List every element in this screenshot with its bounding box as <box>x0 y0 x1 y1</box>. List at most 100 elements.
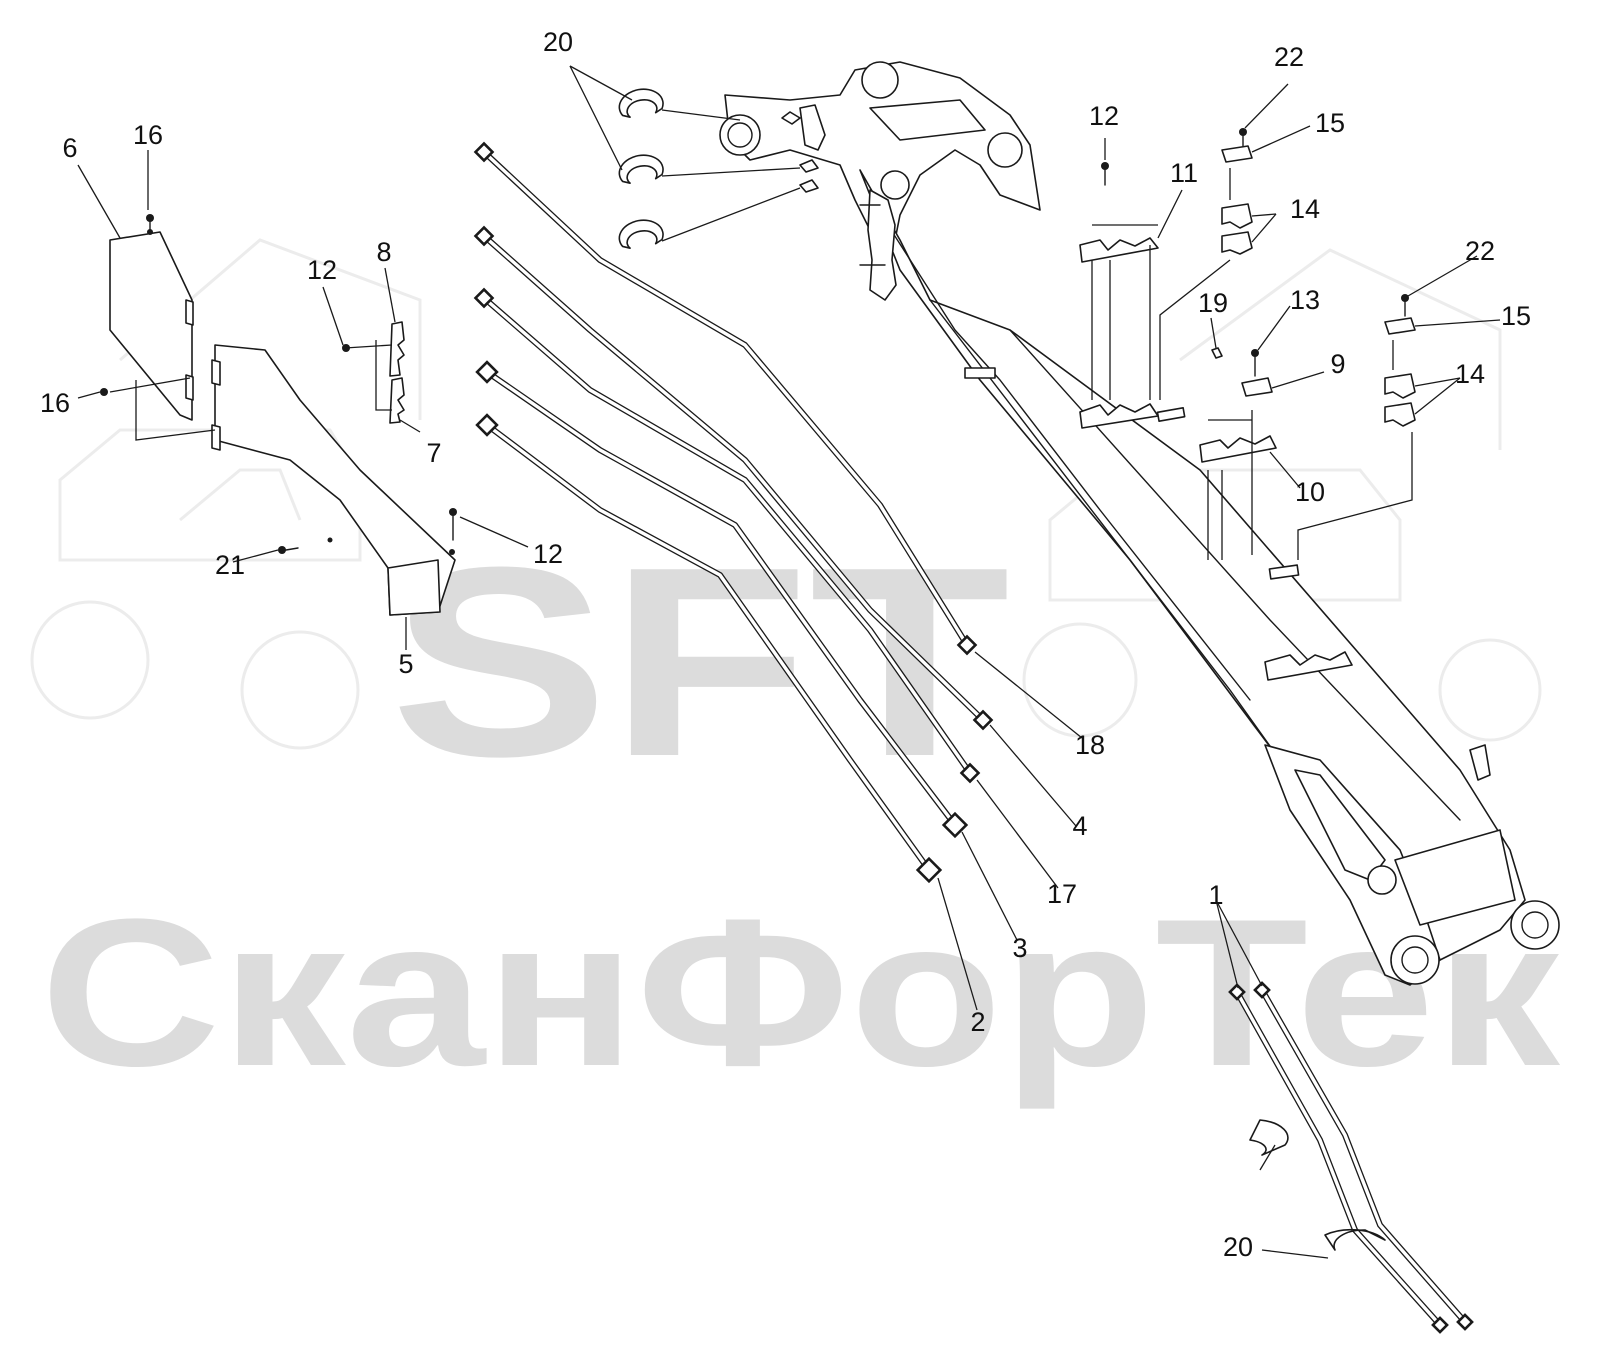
clamp-cap-15-lower <box>1384 317 1416 335</box>
callout-16-side: 16 <box>40 388 70 418</box>
bolt-12-clip <box>342 344 350 352</box>
callout-14-upper: 14 <box>1290 194 1320 224</box>
boom-clamp-saddle <box>1264 651 1353 681</box>
callout-14-lower: 14 <box>1455 359 1485 389</box>
callout-7: 7 <box>426 438 441 468</box>
callout-1: 1 <box>1208 880 1223 910</box>
toothed-guide-bar <box>867 189 897 301</box>
callouts: 20 16 6 12 8 16 7 21 12 5 12 11 22 15 14… <box>40 27 1531 1262</box>
guard-tab-4 <box>211 424 221 451</box>
clamp-stack-11 <box>1079 224 1186 429</box>
boom-edge-line-2 <box>1009 329 1461 821</box>
callout-22-upper: 22 <box>1274 42 1304 72</box>
top-pin-boss-right <box>987 132 1023 168</box>
bolt-16-top <box>146 214 154 233</box>
clamp-stack-9-10 <box>1199 347 1277 560</box>
callout-13: 13 <box>1290 285 1320 315</box>
clamp-block-11-lower <box>1079 403 1159 429</box>
guard-tab-3 <box>211 359 221 386</box>
hoses <box>473 141 1474 1334</box>
guard-tab-1 <box>185 299 194 326</box>
callout-12-clip: 12 <box>307 255 337 285</box>
hose-pair-1 <box>1228 981 1474 1334</box>
guard-end-lip <box>387 559 441 616</box>
callout-15-lower: 15 <box>1501 301 1531 331</box>
boom-tip-boss-right <box>1510 900 1560 950</box>
bolt-22-lower <box>1401 294 1409 317</box>
clamp-rings-upper <box>618 88 801 249</box>
watermark-outline-left <box>30 238 422 750</box>
callout-16-top: 16 <box>133 120 163 150</box>
clamp-half-14-upper-b <box>1221 231 1253 255</box>
clip-plate-11 <box>1156 407 1186 422</box>
clamp-stack-14-lower <box>1297 317 1416 560</box>
callout-22-lower: 22 <box>1465 236 1495 266</box>
clamp-ring-5 <box>1324 1228 1386 1251</box>
bolt-12-guard <box>449 508 457 541</box>
callout-9: 9 <box>1330 349 1345 379</box>
callout-6: 6 <box>62 133 77 163</box>
boom-rod <box>874 204 1251 701</box>
watermark-logo: SFT <box>390 512 1010 813</box>
boom-tip-lug <box>1469 744 1491 781</box>
hose-4 <box>473 225 994 731</box>
boom-pivot-boss <box>880 170 910 200</box>
boom-tip-boss-left <box>1390 935 1440 985</box>
callout-18: 18 <box>1075 730 1105 760</box>
callout-21: 21 <box>215 550 245 580</box>
clamp-block-10 <box>1199 435 1277 463</box>
guide-clip-2 <box>799 159 819 173</box>
guide-clip-1 <box>781 111 801 125</box>
hose-18 <box>473 141 978 656</box>
bolt-12-clamp <box>1101 162 1109 186</box>
hose-17 <box>473 287 981 784</box>
bolt-16-side <box>100 388 108 396</box>
boom-clip-plate-lower <box>1268 564 1300 580</box>
capsule-19 <box>1211 347 1223 359</box>
boom-tip-cross-tube <box>1394 829 1516 926</box>
guide-brackets <box>781 104 897 301</box>
clip-block-7 <box>389 377 405 424</box>
clamp-rings-lower <box>1249 1119 1386 1251</box>
bolt-13 <box>1251 349 1259 377</box>
leader-lines <box>77 65 1501 1259</box>
boom-rod-collar <box>964 367 996 379</box>
clamp-stack-14-upper <box>1159 145 1253 400</box>
clip-block-8 <box>389 321 405 377</box>
clamp-ring-2 <box>618 154 664 184</box>
callout-10: 10 <box>1295 477 1325 507</box>
watermark-company-name: СканФорТек <box>40 875 1561 1110</box>
boom-tip-bore-right <box>1521 911 1549 939</box>
clamp-block-11-upper <box>1079 237 1159 263</box>
guide-clip-3 <box>799 179 819 193</box>
bolt-21 <box>278 546 299 554</box>
callout-17: 17 <box>1047 879 1077 909</box>
bolt-22-upper <box>1239 128 1247 147</box>
callout-15-upper: 15 <box>1315 108 1345 138</box>
clamp-half-14-lower-a <box>1384 373 1416 399</box>
callout-5: 5 <box>398 649 413 679</box>
guide-bracket-left <box>799 104 826 151</box>
callout-19: 19 <box>1198 288 1228 318</box>
callout-8: 8 <box>376 237 391 267</box>
callout-2: 2 <box>970 1007 985 1037</box>
guard-tab-2 <box>185 374 194 401</box>
hose-3 <box>475 360 969 839</box>
clamp-cap-15-upper <box>1221 145 1253 163</box>
hose-2 <box>475 413 943 884</box>
guard-plate-6 <box>109 231 193 421</box>
top-pin-boss-left <box>861 61 899 99</box>
left-pivot-bushing <box>719 114 761 156</box>
callout-4: 4 <box>1072 811 1087 841</box>
clip-block-7-8 <box>344 321 405 424</box>
clamp-block-9 <box>1241 377 1273 397</box>
top-cross-plate <box>869 99 986 141</box>
boom-mid-boss <box>1367 865 1397 895</box>
bolts <box>100 128 1409 554</box>
clamp-half-14-lower-b <box>1384 402 1416 427</box>
boom-tip-bore-left <box>1401 946 1429 974</box>
clamp-half-14-upper-a <box>1221 203 1253 229</box>
callout-3: 3 <box>1012 933 1027 963</box>
left-pivot-bore <box>727 122 753 148</box>
